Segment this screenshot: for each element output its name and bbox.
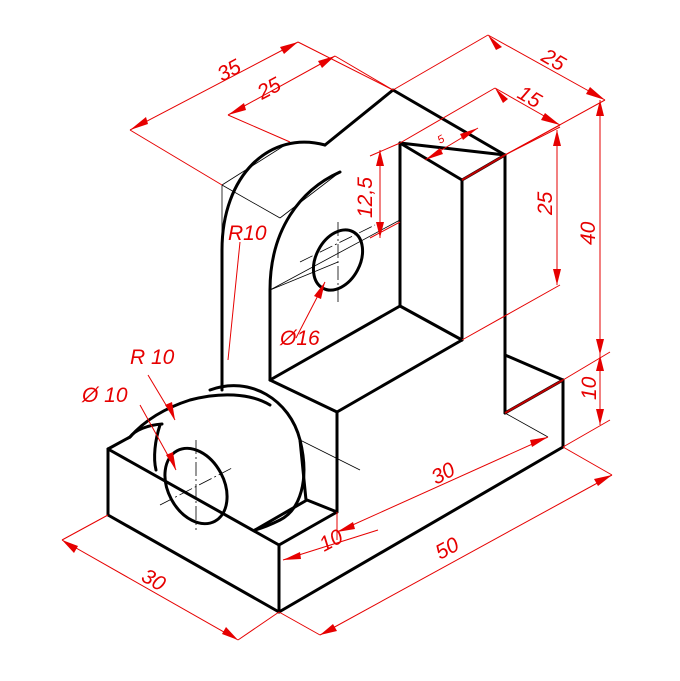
dim-top-left-inner: 25: [253, 73, 286, 105]
dim-hole-lower: Ø 10: [81, 384, 128, 407]
dim-base-height: 10: [578, 376, 601, 400]
dim-radius-lower: R 10: [130, 346, 175, 369]
dim-top-left-outer: 35: [214, 55, 246, 86]
dim-hole-upper: Ø16: [279, 327, 320, 350]
dim-top-right-outer: 25: [537, 44, 570, 76]
dim-radius-upper: R10: [228, 222, 267, 245]
dim-base-length: 50: [432, 533, 464, 564]
dimension-labels: 35 25 25 15 5 12,5 25 40 10 30 10 50 30 …: [81, 44, 601, 596]
dim-right-mid: 25: [534, 191, 557, 216]
dim-slot-small: 5: [436, 133, 448, 147]
dim-top-right-inner: 15: [514, 81, 546, 113]
dim-right-total: 40: [577, 221, 600, 245]
dim-base-right: 30: [428, 458, 460, 489]
construction-lines: [159, 141, 549, 530]
dimension-arrows: [62, 35, 612, 640]
dim-slot-depth: 12,5: [354, 177, 377, 218]
dim-base-width: 30: [138, 564, 170, 596]
